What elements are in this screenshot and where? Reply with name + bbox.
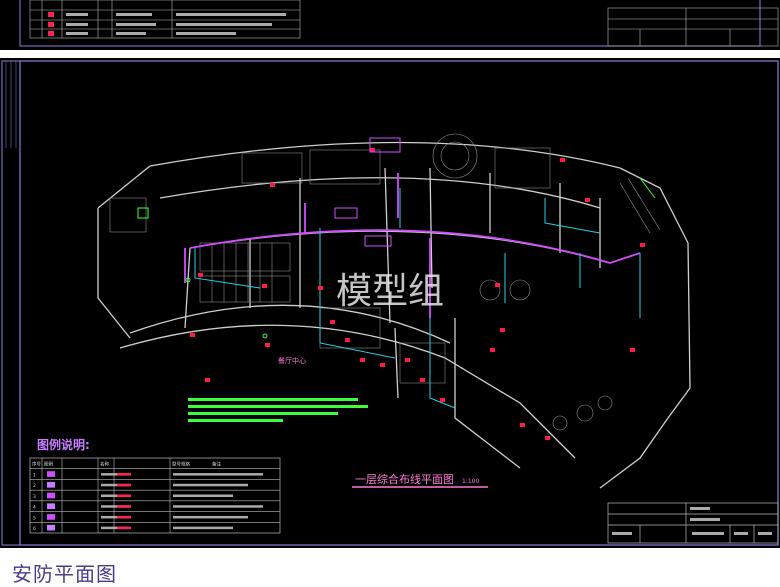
legend-qty-mark [117,515,131,519]
legend-header-cell: 图例 [44,461,53,468]
legend-qty-mark [117,505,131,508]
legend-row-number: 3 [33,494,36,500]
title-block-scribbles [612,507,772,535]
legend-symbol-icon [47,503,55,510]
legend-header-cell: 备注 [212,461,221,468]
legend-name-text [101,526,129,530]
room-label-dining: 餐厅中心 [278,356,306,365]
page-caption: 安防平面图 [12,562,117,586]
building-walls [97,141,691,489]
legend-spec-text [173,526,233,530]
legend-name-text [101,473,129,476]
legend-spec-text [173,494,233,497]
title-block [607,502,779,544]
legend-symbol-icon [47,514,55,520]
previous-legend-scribbles [66,13,286,35]
previous-sheet-strip [0,0,780,50]
legend-name-text [101,494,129,497]
sheet-frame [1,60,779,546]
legend-header-cell: 序号 [32,461,41,468]
legend-header-cell: 名称 [100,461,109,468]
legend-qty-mark [117,494,131,497]
equipment-marks [137,177,656,339]
network-outlets [190,148,645,440]
network-branch-lines [194,188,641,409]
previous-sheet-border [19,0,761,47]
legend-symbol-icon [47,481,55,488]
legend-row-number: 5 [33,515,36,521]
plan-title: 一层综合布线平面图 [355,472,454,486]
previous-legend-table [29,0,301,39]
previous-title-block [607,7,779,47]
legend-spec-text [173,473,263,476]
legend-qty-mark [117,483,131,487]
legend-spec-text [173,505,263,508]
legend-symbol-icon [47,471,55,477]
legend-name-text [101,505,129,508]
legend-symbol-icon [47,524,55,531]
legend-symbol-icon [47,492,55,499]
caption-bar [0,548,780,585]
legend-row-number: 6 [33,526,36,532]
plan-scale: 1:100 [462,478,479,485]
legend-row-number: 2 [33,483,36,489]
legend-name-text [101,483,129,487]
legend-row-number: 4 [33,505,36,511]
legend-name-text [101,515,129,519]
previous-legend-symbols [48,12,54,36]
room-tag-boxes [334,137,401,247]
design-notes-block [188,398,368,422]
legend-row-number: 1 [33,472,36,478]
legend-spec-text [173,515,248,519]
watermark-text: 模型组 [336,271,444,312]
legend-header-cell: 型号规格 [172,461,190,468]
legend-qty-mark [117,526,131,530]
legend-table: 序号图例 名称 型号规格 备注 1 2 3 4 5 6 [29,457,281,534]
legend-qty-mark [117,473,131,476]
legend-spec-text [173,483,248,487]
cad-drawing-sheet: 模型组 餐厅中心 图例说明: 序号图例 名称 型号规格 备注 1 2 3 4 5 6 一层综合布线… [0,58,780,548]
legend-title: 图例说明: [37,437,90,452]
network-trunk-lines [184,173,641,318]
previous-sheet-drawing [19,0,779,47]
